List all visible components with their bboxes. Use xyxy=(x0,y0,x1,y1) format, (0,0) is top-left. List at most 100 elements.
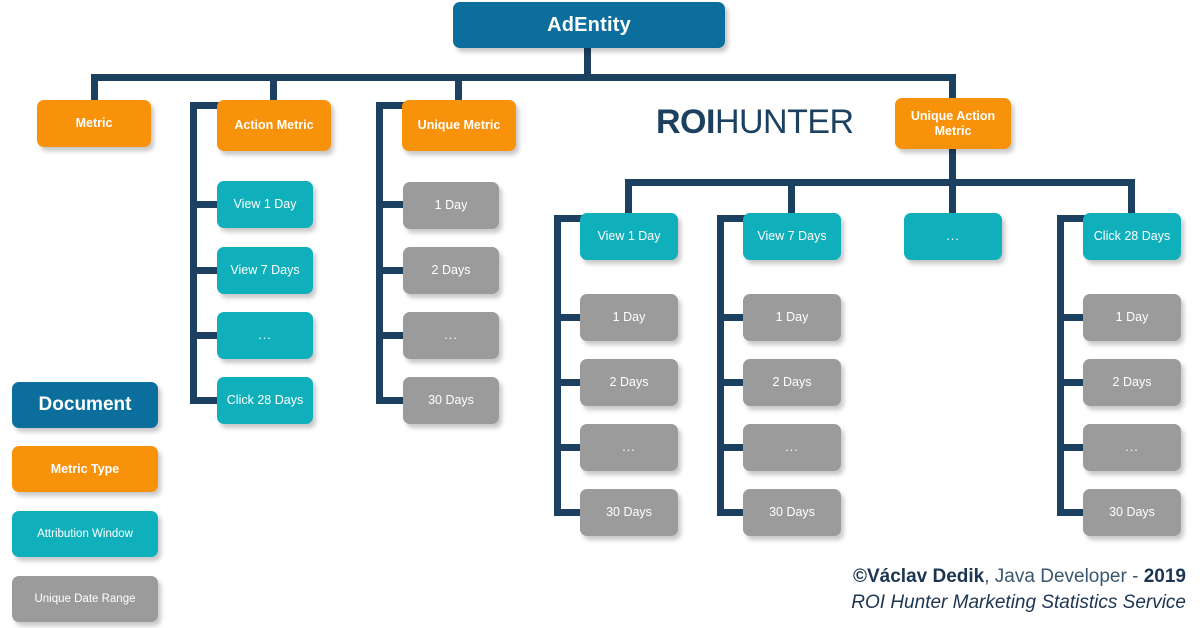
logo-text-hunter: HUNTER xyxy=(714,103,854,141)
connector-stub-action-metric-top xyxy=(190,102,222,109)
node-unique-metric[interactable]: Unique Metric xyxy=(402,100,516,151)
node-ua-c28-2-days[interactable]: 2 Days xyxy=(1083,359,1181,406)
roihunter-logo: ROIHUNTER xyxy=(656,102,854,142)
node-label: 30 Days xyxy=(769,505,815,520)
connector-level1-bus xyxy=(91,74,956,81)
connector-rail-unique-metric xyxy=(376,102,383,404)
node-label: ... xyxy=(1125,440,1139,455)
node-label: Unique Metric xyxy=(417,118,501,133)
node-ua-v1-2-days[interactable]: 2 Days xyxy=(580,359,678,406)
connector-stub-unique-metric-top xyxy=(376,102,408,109)
connector-stub-ua-v1-dots xyxy=(554,444,586,451)
node-ua-ellipsis[interactable]: ... xyxy=(904,213,1002,260)
node-label: ... xyxy=(946,229,960,244)
node-metric[interactable]: Metric xyxy=(37,100,151,147)
node-label: 1 Day xyxy=(612,310,646,325)
footer-year: 2019 xyxy=(1143,566,1186,587)
legend-item-attribution-window: Attribution Window xyxy=(12,511,158,557)
node-label: 1 Day xyxy=(434,198,468,213)
node-ua-v7-ellipsis[interactable]: ... xyxy=(743,424,841,471)
node-label: ... xyxy=(622,440,636,455)
node-label: Click 28 Days xyxy=(1093,229,1171,244)
node-ua-c28-ellipsis[interactable]: ... xyxy=(1083,424,1181,471)
node-ua-v7-1-day[interactable]: 1 Day xyxy=(743,294,841,341)
connector-drop-action-metric xyxy=(270,74,277,102)
node-ua-v1-ellipsis[interactable]: ... xyxy=(580,424,678,471)
node-adentity[interactable]: AdEntity xyxy=(453,2,725,48)
node-label: 2 Days xyxy=(609,375,649,390)
node-unique-30-days[interactable]: 30 Days xyxy=(403,377,499,424)
node-action-view-7-days[interactable]: View 7 Days xyxy=(217,247,313,294)
node-unique-ellipsis[interactable]: ... xyxy=(403,312,499,359)
node-unique-action-metric[interactable]: Unique Action Metric xyxy=(895,98,1011,149)
connector-drop-unique-action-bus xyxy=(949,149,956,185)
footer-subtitle: ROI Hunter Marketing Statistics Service xyxy=(851,592,1186,613)
node-label: 30 Days xyxy=(1109,505,1155,520)
node-label: View 7 Days xyxy=(230,263,300,278)
connector-stub-ua-v7-30-days xyxy=(717,509,749,516)
connector-drop-unique-metric xyxy=(455,74,462,102)
connector-drop-ua-ellipsis xyxy=(949,179,956,213)
node-ua-view-7-days[interactable]: View 7 Days xyxy=(743,213,841,260)
footer-author: ©Václav Dedik xyxy=(853,566,985,587)
node-label: 2 Days xyxy=(772,375,812,390)
node-label: View 1 Day xyxy=(233,197,297,212)
node-ua-c28-1-day[interactable]: 1 Day xyxy=(1083,294,1181,341)
node-label: Metric xyxy=(75,116,113,131)
node-label: Action Metric xyxy=(234,118,314,133)
connector-stub-click-28-days xyxy=(190,397,222,404)
node-ua-v1-1-day[interactable]: 1 Day xyxy=(580,294,678,341)
node-label: AdEntity xyxy=(547,13,631,36)
node-label: 2 Days xyxy=(1112,375,1152,390)
node-action-click-28-days[interactable]: Click 28 Days xyxy=(217,377,313,424)
connector-unique-action-bus xyxy=(625,179,1135,186)
connector-stub-unique-1-day xyxy=(376,201,408,208)
connector-stub-ua-c28-2-days xyxy=(1057,379,1089,386)
connector-drop-ua-click-28-days xyxy=(1128,179,1135,213)
legend-label: Attribution Window xyxy=(37,528,133,540)
connector-stub-ua-v7-dots xyxy=(717,444,749,451)
node-action-ellipsis[interactable]: ... xyxy=(217,312,313,359)
node-label: 2 Days xyxy=(431,263,471,278)
connector-drop-ua-view-7-days xyxy=(788,179,795,213)
node-label: ... xyxy=(444,328,458,343)
node-unique-2-days[interactable]: 2 Days xyxy=(403,247,499,294)
node-ua-v7-30-days[interactable]: 30 Days xyxy=(743,489,841,536)
node-label: 30 Days xyxy=(428,393,474,408)
node-label: View 1 Day xyxy=(597,229,661,244)
node-action-metric[interactable]: Action Metric xyxy=(217,100,331,151)
connector-stub-ua-v1-top xyxy=(554,215,586,222)
connector-stub-ua-v7-top xyxy=(717,215,749,222)
legend-item-document: Document xyxy=(12,382,158,428)
connector-stub-view-7-days xyxy=(190,267,222,274)
node-label: ... xyxy=(785,440,799,455)
legend-label: Metric Type xyxy=(50,462,120,476)
node-ua-v7-2-days[interactable]: 2 Days xyxy=(743,359,841,406)
connector-stub-ua-c28-30-days xyxy=(1057,509,1089,516)
connector-stub-ua-c28-1-day xyxy=(1057,314,1089,321)
connector-rail-ua-click-28-days xyxy=(1057,215,1064,516)
footer-role: , Java Developer - xyxy=(984,566,1144,587)
node-ua-click-28-days[interactable]: Click 28 Days xyxy=(1083,213,1181,260)
legend-label: Document xyxy=(38,394,132,415)
legend-label: Unique Date Range xyxy=(34,593,136,605)
node-label: ... xyxy=(258,328,272,343)
legend-item-unique-date-range: Unique Date Range xyxy=(12,576,158,622)
connector-drop-unique-action-metric xyxy=(949,74,956,102)
node-label: 1 Day xyxy=(775,310,809,325)
node-ua-v1-30-days[interactable]: 30 Days xyxy=(580,489,678,536)
node-action-view-1-day[interactable]: View 1 Day xyxy=(217,181,313,228)
connector-stub-ua-c28-dots xyxy=(1057,444,1089,451)
connector-stub-unique-dots xyxy=(376,332,408,339)
node-unique-1-day[interactable]: 1 Day xyxy=(403,182,499,229)
connector-drop-ua-view-1-day xyxy=(625,179,632,213)
node-ua-c28-30-days[interactable]: 30 Days xyxy=(1083,489,1181,536)
connector-stub-ua-v1-1-day xyxy=(554,314,586,321)
node-label: Unique Action Metric xyxy=(910,109,996,138)
footer-line-author: ©Václav Dedik, Java Developer - 2019 xyxy=(851,564,1186,590)
node-label: View 7 Days xyxy=(757,229,827,244)
node-ua-view-1-day[interactable]: View 1 Day xyxy=(580,213,678,260)
footer-credit: ©Václav Dedik, Java Developer - 2019 ROI… xyxy=(851,564,1186,616)
connector-stub-ua-v1-30-days xyxy=(554,509,586,516)
